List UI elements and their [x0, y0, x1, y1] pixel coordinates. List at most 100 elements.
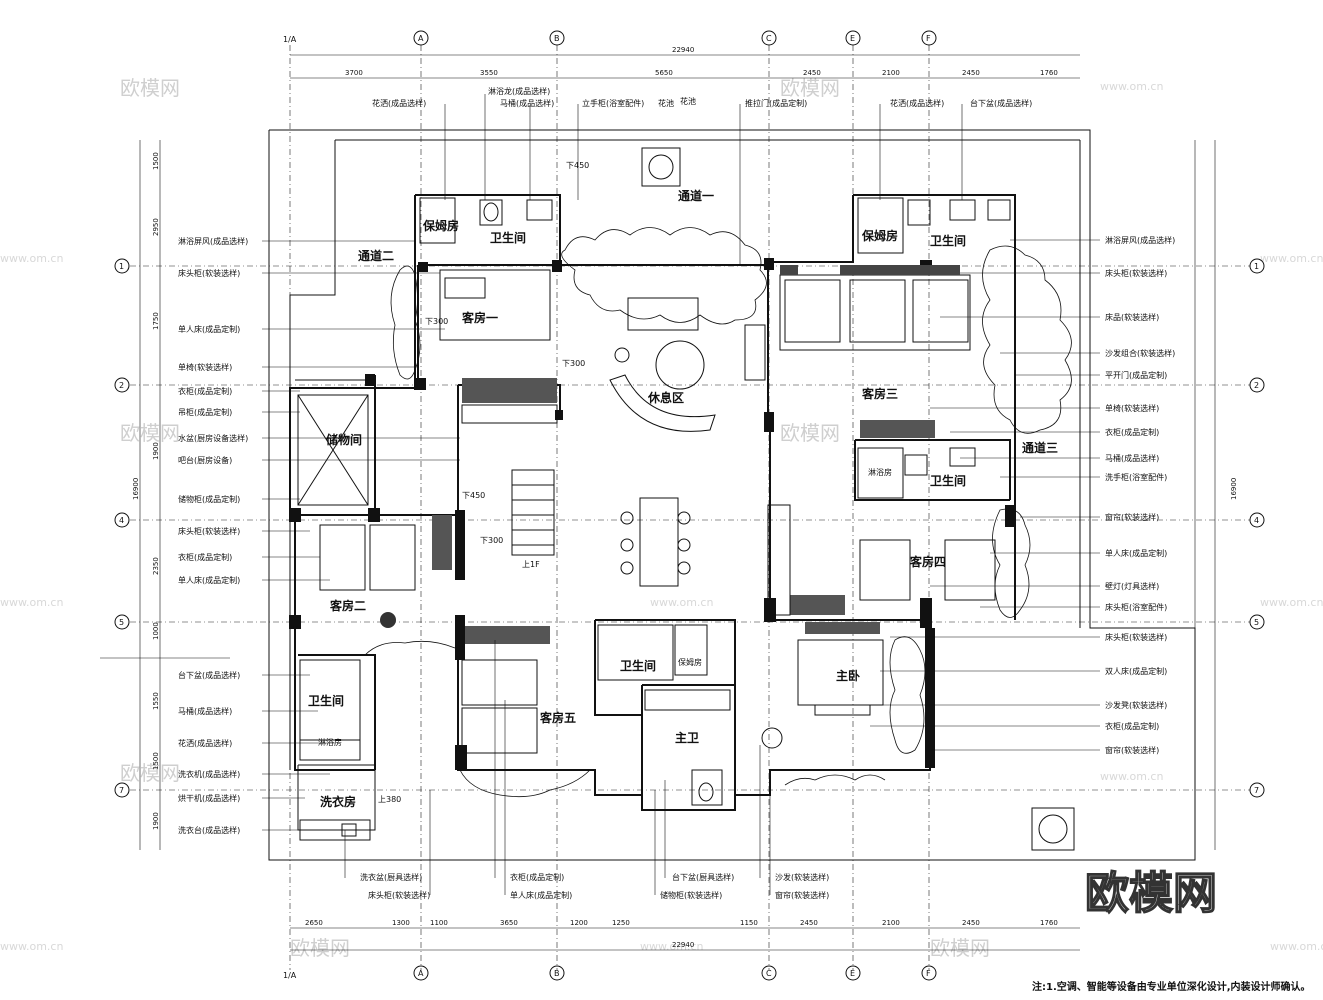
- axis-label: C: [766, 34, 772, 43]
- watermark-site: www.om.cn: [1260, 252, 1323, 265]
- axis-label: B: [554, 34, 560, 43]
- labels-bottom: 洗衣盆(厨具选样) 床头柜(软装选样) 衣柜(成品定制) 单人床(成品定制) 台…: [344, 640, 829, 900]
- axis-label: F: [926, 34, 931, 43]
- leader-label: 床头柜(软装选样): [178, 526, 240, 536]
- dim-seg: 2350: [152, 557, 160, 575]
- dim-seg: 1550: [152, 692, 160, 710]
- leader-label: 洗手柜(浴室配件): [1105, 472, 1167, 482]
- dim-seg: 1500: [152, 752, 160, 770]
- axis-bubbles-top: 1/A A B C E F: [283, 30, 937, 46]
- axis-label: 1: [119, 262, 124, 271]
- level-marker: 上1F: [522, 560, 540, 569]
- axis-label: 5: [1254, 618, 1259, 627]
- dim-seg: 1760: [1040, 69, 1058, 77]
- room-label: 客房二: [329, 598, 366, 613]
- level-marker: 上380: [378, 795, 401, 804]
- axis-label: A: [418, 34, 424, 43]
- leader-label: 床头柜(软装选样): [1105, 268, 1167, 278]
- axis-label: B: [554, 969, 560, 978]
- watermark-text: 欧模网: [120, 76, 180, 100]
- leader-label: 单椅(软装选样): [1105, 403, 1159, 413]
- watermark-text: 欧模网: [290, 936, 350, 960]
- watermark-text: 欧模网: [930, 936, 990, 960]
- watermark-site: www.om.cn: [650, 596, 713, 609]
- leader-label: 洗衣台(成品选样): [178, 825, 240, 835]
- leader-label: 水盆(厨房设备选样): [178, 433, 248, 443]
- dim-total: 22940: [672, 941, 694, 949]
- axis-label: 2: [119, 381, 124, 390]
- drawing-note: 注:1.空调、智能等设备由专业单位深化设计,内装设计师确认。: [1032, 980, 1311, 993]
- dim-seg: 1300: [392, 919, 410, 927]
- watermark-text: 欧模网: [780, 421, 840, 445]
- leader-label: 洗衣机(成品选样): [178, 769, 240, 779]
- dimension-left: 16900 16900 1500 2950 1750 1900 2350 100…: [132, 140, 1238, 850]
- leader-label: 窗帘(软装选样): [775, 890, 829, 900]
- leader-label: 马桶(成品选样): [178, 706, 232, 716]
- watermark-site: www.om.cn: [1100, 80, 1163, 93]
- leader-label: 床头柜(浴室配件): [1105, 602, 1167, 612]
- room-label: 通道三: [1022, 440, 1058, 455]
- room-label: 保姆房: [422, 218, 459, 233]
- level-marker: 下450: [462, 491, 485, 500]
- labels-right: 淋浴屏风(成品选样)床头柜(软装选样)床品(软装选样)沙发组合(软装选样)平开门…: [860, 235, 1175, 755]
- dim-seg: 1750: [152, 312, 160, 330]
- dim-seg: 2450: [803, 69, 821, 77]
- axis-label: 7: [119, 786, 124, 795]
- leader-label: 吧台(厨房设备): [178, 455, 232, 465]
- room-label: 客房五: [539, 710, 576, 725]
- axis-label: 7: [1254, 786, 1259, 795]
- columns: [289, 258, 1015, 770]
- room-label: 淋浴房: [318, 737, 342, 747]
- room-label: 卫生间: [490, 230, 526, 245]
- leader-label: 马桶(成品选样): [1105, 453, 1159, 463]
- leader-label: 烘干机(成品选样): [178, 793, 240, 803]
- level-marker: 下300: [425, 317, 448, 326]
- room-label: 卫生间: [308, 693, 344, 708]
- room-label: 客房四: [909, 554, 946, 569]
- room-label: 主卧: [836, 668, 860, 683]
- dim-seg: 2650: [305, 919, 323, 927]
- dim-seg: 2100: [882, 69, 900, 77]
- room-label: 主卫: [675, 730, 699, 745]
- leader-label: 推拉门(成品定制): [745, 98, 807, 108]
- watermark-text: 欧模网: [120, 761, 180, 785]
- axis-label: A: [418, 969, 424, 978]
- watermark-site: www.om.cn: [1100, 770, 1163, 783]
- room-labels: 保姆房 卫生间 保姆房 卫生间 通道一 通道二 通道三 客房一 客房二 客房三 …: [308, 96, 1058, 809]
- leader-label: 立手柜(浴室配件): [582, 98, 644, 108]
- leader-label: 单人床(成品定制): [178, 575, 240, 585]
- furniture: [297, 147, 1075, 851]
- axis-grid: [100, 45, 1250, 970]
- room-label: 储物间: [326, 432, 362, 447]
- leader-label: 储物柜(成品定制): [178, 494, 240, 504]
- dim-seg: 1900: [152, 442, 160, 460]
- room-label: 卫生间: [930, 473, 966, 488]
- leader-label: 单人床(成品定制): [510, 890, 572, 900]
- room-label: 保姆房: [861, 228, 898, 243]
- dim-seg: 1500: [152, 152, 160, 170]
- dim-seg: 2450: [800, 919, 818, 927]
- leader-label: 壁灯(灯具选样): [1105, 581, 1159, 591]
- walls: [268, 129, 1196, 861]
- leader-label: 淋浴屏风(成品选样): [178, 236, 248, 246]
- leader-label: 衣柜(成品定制): [178, 386, 232, 396]
- room-label: 花池: [680, 96, 696, 106]
- leader-label: 台下盆(厨具选样): [672, 872, 734, 882]
- leader-label: 台下盆(成品选样): [178, 670, 240, 680]
- dim-seg: 3700: [345, 69, 363, 77]
- axis-label: 1: [1254, 262, 1259, 271]
- axis-label: C: [766, 969, 772, 978]
- level-markers: 下450 下300 下300 下450 下300 上1F 上380: [378, 161, 589, 804]
- dim-total: 16900: [132, 478, 140, 500]
- leader-label: 床头柜(软装选样): [368, 890, 430, 900]
- dim-seg: 3550: [480, 69, 498, 77]
- dim-total: 16900: [1230, 478, 1238, 500]
- watermark-site: www.om.cn: [1260, 596, 1323, 609]
- leader-label: 衣柜(成品定制): [1105, 427, 1159, 437]
- room-label: 通道一: [678, 188, 714, 203]
- watermarks: 欧模网 欧模网 www.om.cn www.om.cn www.om.cn 欧模…: [0, 76, 1323, 960]
- leader-label: 沙发凳(软装选样): [1105, 700, 1167, 710]
- axis-bubbles-side: 1 2 4 5 7 1 2 4 5 7: [114, 258, 1265, 798]
- room-label: 客房三: [861, 386, 898, 401]
- dim-seg: 1100: [430, 919, 448, 927]
